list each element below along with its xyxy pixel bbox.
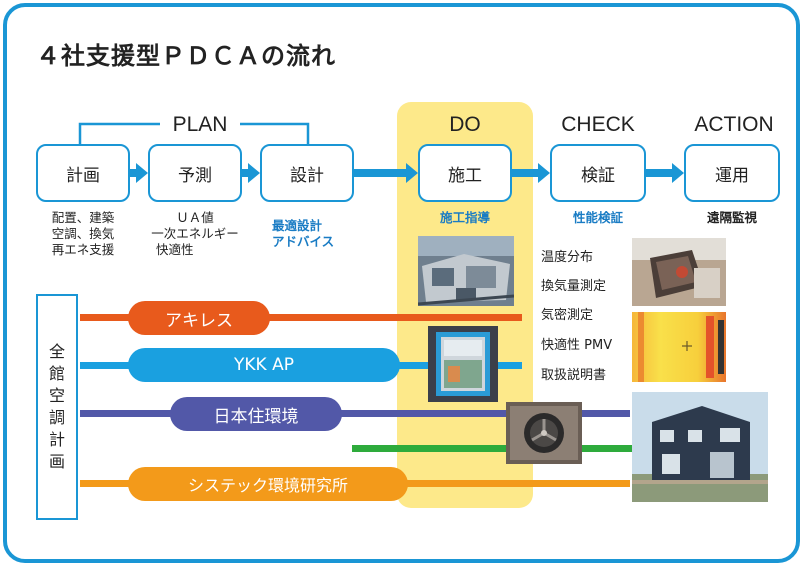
measurement-photo: [632, 238, 726, 306]
akiresu-line: [80, 314, 522, 321]
ventilation-photo: [506, 402, 582, 464]
note-yosoku: ＵＡ値 一次エネルギー 快適性: [151, 210, 239, 257]
note-keikaku: 配置、建築 空調、換気 再エネ支援: [51, 210, 115, 257]
company-pill-ykk: YKK AP: [128, 348, 400, 382]
thermography-photo: [632, 312, 726, 382]
check-item: 取扱説明書: [541, 368, 607, 383]
process-box-yosoku: 予測: [148, 144, 242, 202]
process-box-seko: 施工: [418, 144, 512, 202]
phase-label-check: CHECK: [561, 113, 635, 136]
phase-label-action: ACTION: [694, 113, 774, 136]
check-item: 換気量測定: [541, 279, 607, 294]
construction-photo: [418, 236, 514, 306]
process-box-keikaku: 計画: [36, 144, 130, 202]
process-box-unyo: 運用: [684, 144, 780, 202]
note-unyo: 遠隔監視: [706, 210, 757, 225]
window-photo: [428, 326, 498, 402]
process-box-sekkei: 設計: [260, 144, 354, 202]
check-item: 温度分布: [541, 250, 594, 265]
process-box-kensho: 検証: [550, 144, 646, 202]
nihon-line: [80, 410, 630, 417]
note-kensho: 性能検証: [572, 210, 623, 225]
check-item: 快適性 PMV: [541, 338, 613, 353]
phase-label-do: DO: [449, 113, 481, 136]
company-pill-systec: システック環境研究所: [128, 467, 408, 501]
zenkan-kucho-keikaku-box: 全 館 空 調 計 画: [36, 294, 78, 520]
note-sekkei: 最適設計 アドバイス: [272, 218, 335, 249]
diagram-title: ４社支援型ＰＤＣＡの流れ: [36, 42, 336, 70]
green-line: [352, 445, 634, 452]
check-item: 気密測定: [541, 308, 594, 323]
company-pill-nihon: 日本住環境: [170, 397, 342, 431]
note-seko: 施工指導: [439, 210, 490, 225]
house-photo: [632, 392, 768, 502]
company-pill-akiresu: アキレス: [128, 301, 270, 335]
phase-label-plan: PLAN: [172, 113, 228, 136]
